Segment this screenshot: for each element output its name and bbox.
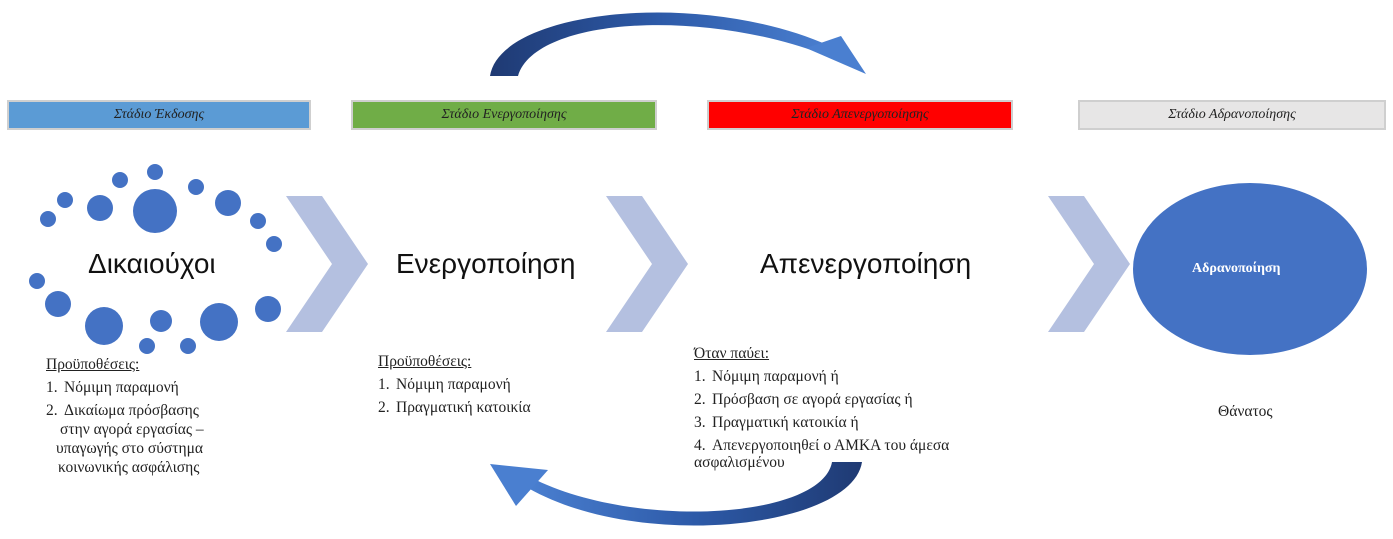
list-item-text: Δικαίωμα πρόσβασης (64, 402, 199, 419)
beneficiaries-conditions-list: 1. Νόμιμη παραμονή 2. Δικαίωμα πρόσβασης σ… (46, 378, 276, 477)
list-item: 2. Πραγματική κατοικία (378, 398, 618, 417)
list-item-number: 1. (694, 368, 706, 385)
list-item-text: Πραγματική κατοικία (396, 399, 531, 416)
stage-label-dormancy: Στάδιο Αδρανοποίησης (1168, 107, 1296, 122)
deactivation-title: Απενεργοποίηση (760, 248, 972, 279)
list-item-number: 2. (46, 402, 58, 419)
list-item-text-line: υπαγωγής στο σύστημα (56, 440, 204, 457)
list-item-text: Απενεργοποιηθεί ο ΑΜΚΑ του άμεσα (712, 437, 950, 454)
stage-bar-deactivation: Στάδιο Απενεργοποίησης (707, 100, 1013, 130)
list-item: 2. Πρόσβαση σε αγορά εργασίας ή (694, 390, 1044, 409)
list-item-text-line: κοινωνικής ασφάλισης (58, 459, 200, 476)
list-item-text: Πραγματική κατοικία ή (712, 414, 859, 431)
dormancy-circle (1133, 183, 1367, 355)
list-item: 4. Απενεργοποιηθεί ο ΑΜΚΑ του άμεσα ασφαλ… (694, 436, 1044, 472)
chevron-arrow-1 (286, 196, 368, 332)
stage-bar-dormancy: Στάδιο Αδρανοποίησης (1078, 100, 1386, 130)
activation-conditions: Προϋποθέσεις: 1. Νόμιμη παραμονή 2. Πραγμα… (378, 352, 618, 421)
list-item-number: 1. (46, 379, 58, 396)
beneficiaries-title: Δικαιούχοι (88, 248, 216, 279)
deactivation-conditions-heading: Όταν παύει: (694, 345, 770, 362)
stage-bar-issuance: Στάδιο Έκδοσης (7, 100, 311, 130)
list-item-number: 4. (694, 437, 706, 454)
list-item-number: 2. (378, 399, 390, 416)
activation-conditions-heading: Προϋποθέσεις: (378, 353, 472, 370)
beneficiaries-conditions: Προϋποθέσεις: 1. Νόμιμη παραμονή 2. Δικαίω… (46, 355, 276, 481)
stage-bar-activation: Στάδιο Ενεργοποίησης (351, 100, 657, 130)
bottom-curved-arrow (490, 462, 862, 526)
activation-title: Ενεργοποίηση (396, 248, 576, 279)
list-item: 1. Νόμιμη παραμονή (46, 378, 276, 397)
list-item: 1. Νόμιμη παραμονή ή (694, 367, 1044, 386)
stage-label-activation: Στάδιο Ενεργοποίησης (441, 107, 567, 122)
activation-conditions-list: 1. Νόμιμη παραμονή 2. Πραγματική κατοικία (378, 375, 618, 417)
top-curved-arrow (490, 12, 866, 76)
list-item-number: 3. (694, 414, 706, 431)
list-item-number: 2. (694, 391, 706, 408)
chevron-arrow-2 (606, 196, 688, 332)
list-item-text-line: στην αγορά εργασίας – (60, 421, 204, 438)
beneficiaries-dots (29, 164, 282, 354)
list-item-number: 1. (378, 376, 390, 393)
deactivation-conditions-list: 1. Νόμιμη παραμονή ή 2. Πρόσβαση σε αγορά … (694, 367, 1044, 472)
list-item-text: Νόμιμη παραμονή (64, 379, 179, 396)
deactivation-conditions: Όταν παύει: 1. Νόμιμη παραμονή ή 2. Πρόσβα… (694, 344, 1044, 472)
stage-label-deactivation: Στάδιο Απενεργοποίησης (791, 107, 929, 122)
list-item: 2. Δικαίωμα πρόσβασης στην αγορά εργασίας… (46, 401, 276, 477)
list-item-text: Πρόσβαση σε αγορά εργασίας ή (712, 391, 913, 408)
stage-label-issuance: Στάδιο Έκδοσης (113, 107, 205, 122)
chevron-arrow-3 (1048, 196, 1130, 332)
list-item-text: Νόμιμη παραμονή (396, 376, 511, 393)
list-item-text-line: ασφαλισμένου (694, 454, 785, 471)
dormancy-title: Αδρανοποίηση (1192, 261, 1281, 276)
dormancy-condition: Θάνατος (1218, 403, 1273, 420)
list-item-text: Νόμιμη παραμονή ή (712, 368, 839, 385)
list-item: 1. Νόμιμη παραμονή (378, 375, 618, 394)
list-item: 3. Πραγματική κατοικία ή (694, 413, 1044, 432)
beneficiaries-conditions-heading: Προϋποθέσεις: (46, 356, 140, 373)
